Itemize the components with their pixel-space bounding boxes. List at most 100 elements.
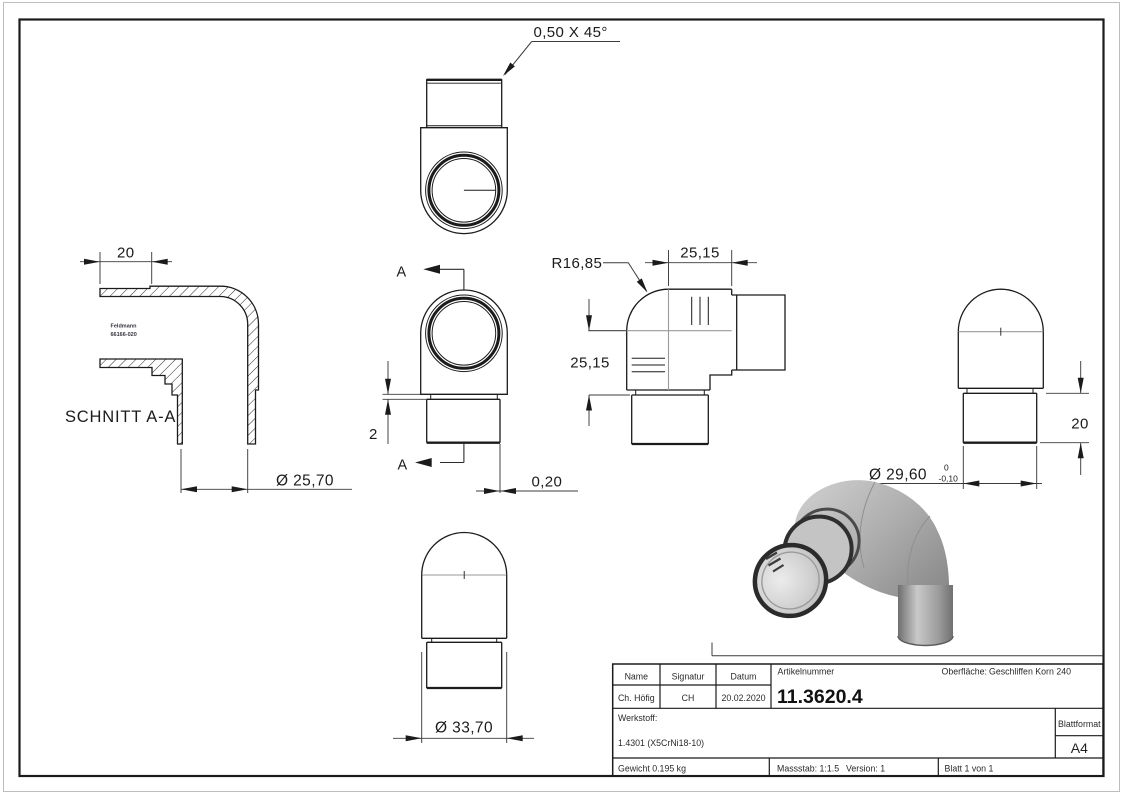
right-dome	[957, 288, 1044, 332]
drawing-frame	[18, 18, 1105, 778]
section-line-segments	[440, 268, 465, 464]
front-ring-thick	[427, 296, 501, 370]
front-ring-inner	[431, 301, 497, 366]
elbow-stub	[635, 390, 705, 395]
section-line-A: A A	[397, 264, 465, 474]
dim-right-20-arrow-u	[1077, 442, 1084, 459]
tb-artikelnummer-label: Artikelnummer	[778, 667, 835, 677]
dim-elbow-h-text: 25,15	[680, 245, 720, 262]
section-letter-top: A	[397, 265, 407, 281]
dim-left-20-text: 20	[117, 245, 135, 262]
stamp-line2: 66166-020	[111, 332, 137, 338]
dim-front-020: 0,20	[476, 444, 578, 494]
dim-elbow-v-arrow-d	[586, 315, 592, 331]
right-stub	[966, 388, 1034, 394]
tb-datum-label: Datum	[731, 672, 757, 682]
tb-werkstoff-value: 1.4301 (X5CrNi18-10)	[618, 738, 704, 748]
title-block-upper-line	[711, 642, 1103, 657]
chamfer-dimension: 0,50 X 45°	[503, 24, 620, 76]
elbow-tick-horizontal	[631, 357, 665, 373]
tb-gewicht: Gewicht 0.195 kg	[618, 764, 686, 774]
dim-front-2-arrow-u	[385, 399, 391, 415]
iso-engraving-marks	[765, 551, 785, 573]
dim-bottom-diameter: Ø 33,70	[393, 652, 534, 743]
bottom-view	[421, 531, 508, 690]
dim-right-dia-text: Ø 29,60	[869, 467, 927, 484]
section-title: SCHNITT A-A	[65, 408, 176, 426]
iso-tube-bottom-edge	[897, 635, 954, 647]
dim-right-dia-arrow-r	[1020, 480, 1037, 487]
iso-front-face-inner-ring	[761, 551, 820, 610]
dim-right-dia-arrow-l	[963, 480, 980, 487]
dim-left-20-arrow-r	[151, 258, 168, 265]
dim-left-diameter: Ø 25,70	[180, 449, 352, 493]
section-arrow-top	[423, 264, 440, 274]
title-block: Name Signatur Datum Ch. Höfig CH 20.02.2…	[611, 642, 1104, 777]
front-ring-outer	[425, 294, 503, 373]
dim-elbow-v: 25,15	[570, 299, 630, 426]
right-body	[957, 331, 1044, 389]
dim-elbow-v-lines	[588, 299, 630, 426]
page-outer-border	[3, 2, 1120, 792]
iso-3d-view	[752, 480, 954, 647]
section-view: Feldmann 66166-020 SCHNITT A-A	[65, 285, 260, 445]
iso-down-tube	[898, 585, 953, 646]
elbow-body	[626, 288, 733, 391]
tb-name-value: Ch. Höfig	[618, 693, 655, 703]
dim-elbow-h: 25,15	[645, 245, 757, 286]
bottom-dome	[421, 531, 508, 576]
dim-elbow-v-text: 25,15	[570, 355, 610, 372]
dim-right-tol-lower: -0,10	[939, 474, 959, 484]
dim-elbow-v-arrow-u	[586, 395, 592, 411]
front-body	[420, 289, 508, 395]
iso-seam-lines	[859, 481, 931, 587]
bottom-stub	[431, 638, 498, 643]
tb-blattformat-label: Blattformat	[1058, 719, 1101, 729]
top-view-ring-thick	[427, 153, 501, 227]
dim-bottom-dia-text: Ø 33,70	[435, 720, 493, 737]
dim-radius: R16,85	[552, 255, 648, 293]
tb-werkstoff-label: Werkstoff:	[618, 713, 657, 723]
tb-signatur-value: CH	[682, 693, 695, 703]
dim-right-20-arrow-d	[1077, 377, 1084, 394]
front-stub	[430, 394, 498, 400]
tb-blatt: Blatt 1 von 1	[945, 764, 994, 774]
dim-elbow-h-arrow-l	[652, 259, 669, 266]
dim-elbow-h-arrow-r	[731, 259, 748, 266]
tb-artikelnummer-value: 11.3620.4	[777, 686, 863, 708]
title-block-grid	[612, 664, 1103, 776]
dim-right-tol-upper: 0	[944, 463, 949, 473]
tb-version: Version: 1	[846, 764, 885, 774]
chamfer-label: 0,50 X 45°	[534, 24, 608, 41]
bottom-body	[421, 575, 508, 639]
dim-right-20: 20	[1040, 361, 1089, 475]
dim-front-2: 2	[369, 361, 427, 444]
front-neck	[426, 398, 501, 443]
dim-radius-arrow	[636, 278, 648, 293]
dim-radius-text: R16,85	[552, 255, 603, 272]
elbow-neck	[631, 394, 709, 444]
dim-bottom-dia-arrow-r	[506, 735, 523, 742]
tb-datum-value: 20.02.2020	[721, 693, 765, 703]
tb-name-label: Name	[625, 672, 649, 682]
dim-front-2-arrow-d	[385, 378, 391, 395]
tb-blattformat-value: A4	[1071, 740, 1088, 756]
section-letter-bottom: A	[398, 458, 408, 474]
top-view-body	[420, 127, 508, 235]
section-outer-wall	[99, 285, 260, 445]
dim-left-20-arrow-l	[84, 258, 100, 265]
tb-oberflaeche-label: Oberfläche:	[942, 667, 987, 677]
dim-bottom-dia-arrow-l	[405, 735, 422, 742]
section-arrow-bottom	[415, 458, 432, 467]
tb-oberflaeche-value: Geschliffen Korn 240	[989, 667, 1071, 677]
title-block-outline	[611, 663, 1104, 777]
bottom-neck	[426, 641, 503, 688]
dim-left-dia-text: Ø 25,70	[276, 473, 334, 490]
dim-right-dia-lines	[866, 446, 1042, 489]
top-view	[420, 78, 508, 235]
dim-right-20-text: 20	[1071, 416, 1089, 433]
dim-right-diameter: Ø 29,60 0 -0,10	[866, 446, 1042, 489]
dim-left-dia-lines	[180, 449, 352, 493]
elbow-tube-right	[731, 294, 786, 371]
right-neck	[962, 392, 1038, 443]
